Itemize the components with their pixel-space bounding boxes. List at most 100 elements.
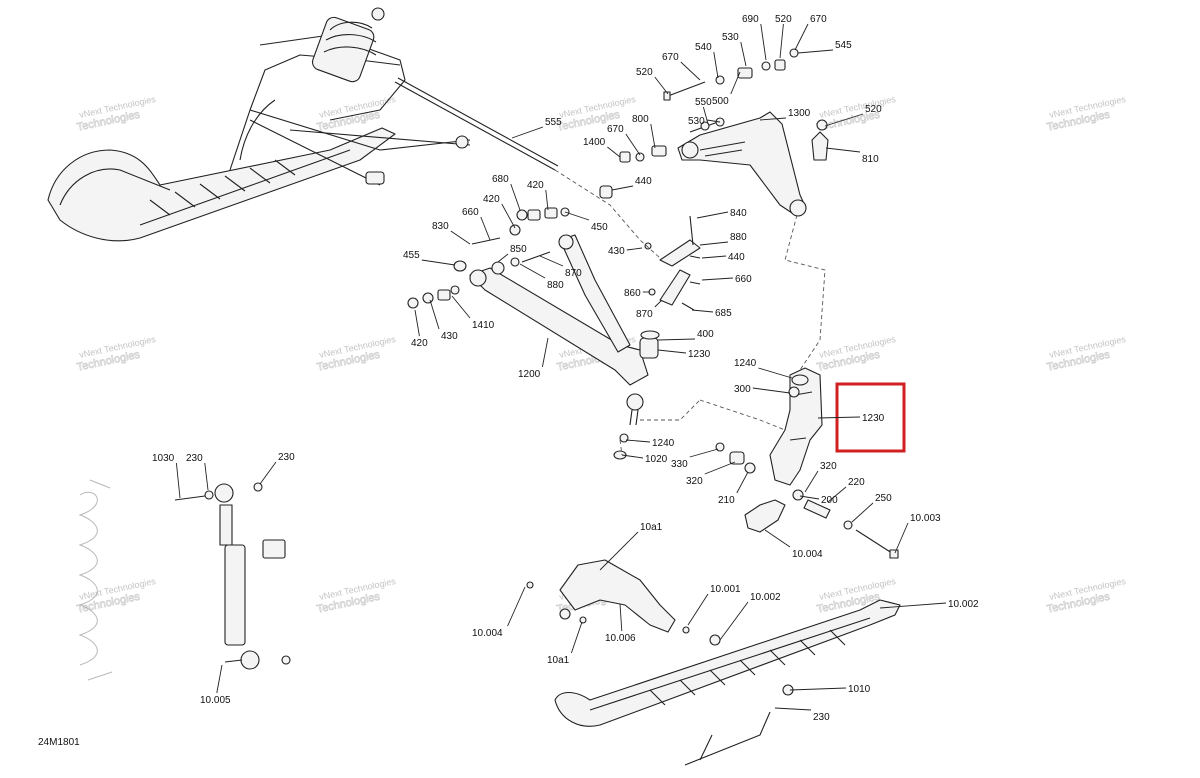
part-label: 10.006 <box>605 633 636 644</box>
part-label: 850 <box>510 244 527 255</box>
part-label: 200 <box>821 495 838 506</box>
leader-line <box>760 23 767 61</box>
leader-line <box>519 263 546 279</box>
leader-line <box>680 61 701 81</box>
part-label: 660 <box>462 207 479 218</box>
leader-line <box>740 41 747 67</box>
leader-line <box>779 23 784 59</box>
part-label: 690 <box>742 14 759 25</box>
part-label: 540 <box>695 42 712 53</box>
leader-line <box>702 106 709 125</box>
leader-line <box>851 502 874 523</box>
leader-line <box>704 461 736 475</box>
leader-line <box>764 529 791 548</box>
part-label: 430 <box>608 246 625 257</box>
part-label: 10.003 <box>910 513 941 524</box>
part-label: 800 <box>632 114 649 125</box>
part-label: 300 <box>734 384 751 395</box>
leader-lines <box>175 23 947 711</box>
part-label: 830 <box>432 221 449 232</box>
part-label: 220 <box>848 477 865 488</box>
leader-line <box>501 203 516 229</box>
part-label: 450 <box>591 222 608 233</box>
part-label: 440 <box>635 176 652 187</box>
leader-line <box>175 462 181 499</box>
leader-line <box>879 602 947 609</box>
leader-line <box>752 387 791 394</box>
part-label: 1410 <box>472 320 495 331</box>
part-label: 810 <box>862 154 879 165</box>
part-label: 330 <box>671 459 688 470</box>
leader-line <box>450 230 471 245</box>
part-label: 685 <box>715 308 732 319</box>
leader-line <box>701 277 734 281</box>
leader-line <box>650 123 656 149</box>
leader-line <box>894 522 909 554</box>
part-label: 530 <box>688 116 705 127</box>
leader-line <box>451 295 471 319</box>
spindle-300-illustration <box>744 367 823 533</box>
leader-line <box>824 113 864 127</box>
part-label: 230 <box>813 712 830 723</box>
part-label: 880 <box>547 280 564 291</box>
part-label: 420 <box>483 194 500 205</box>
leader-line <box>621 454 644 459</box>
part-label: 670 <box>662 52 679 63</box>
part-label: 440 <box>728 252 745 263</box>
part-label: 1010 <box>848 684 871 695</box>
hardware-illustrations <box>407 48 899 559</box>
leader-line <box>797 49 834 54</box>
part-label: 250 <box>875 493 892 504</box>
leader-line <box>421 259 456 266</box>
diagram-code: 24M1801 <box>38 737 80 748</box>
leader-line <box>736 471 749 494</box>
leader-line <box>216 664 223 694</box>
leader-line <box>541 337 549 368</box>
leader-line <box>654 299 663 308</box>
leader-line <box>817 416 861 419</box>
leader-line <box>625 133 641 156</box>
leader-line <box>259 461 277 485</box>
leader-line <box>654 76 669 95</box>
part-label: 10a1 <box>640 522 663 533</box>
leader-line <box>759 117 787 121</box>
part-label: 320 <box>820 461 837 472</box>
leader-line <box>794 23 809 51</box>
leader-line <box>607 146 621 158</box>
leader-line <box>701 255 727 259</box>
leader-line <box>611 185 634 191</box>
part-label: 1300 <box>788 108 811 119</box>
leader-line <box>696 211 729 219</box>
part-label: 430 <box>441 331 458 342</box>
assembly-center-lines <box>554 169 826 456</box>
leader-line <box>804 470 819 493</box>
part-label: 1200 <box>518 369 541 380</box>
leader-line <box>414 309 420 337</box>
leader-line <box>507 586 526 627</box>
part-label: 230 <box>186 453 203 464</box>
ski-assembly-illustration <box>526 559 901 766</box>
part-label: 10a1 <box>547 655 570 666</box>
part-label: 860 <box>624 288 641 299</box>
leader-line <box>545 189 549 211</box>
part-label: 1230 <box>862 413 885 424</box>
part-label: 210 <box>718 495 735 506</box>
part-label: 880 <box>730 232 747 243</box>
part-label: 550 <box>695 97 712 108</box>
leader-line <box>497 253 509 263</box>
leader-line <box>625 439 651 443</box>
part-label: 10.004 <box>472 628 503 639</box>
part-label: 230 <box>278 452 295 463</box>
leader-line <box>758 367 793 379</box>
part-label: 455 <box>403 250 420 261</box>
part-label: 870 <box>636 309 653 320</box>
